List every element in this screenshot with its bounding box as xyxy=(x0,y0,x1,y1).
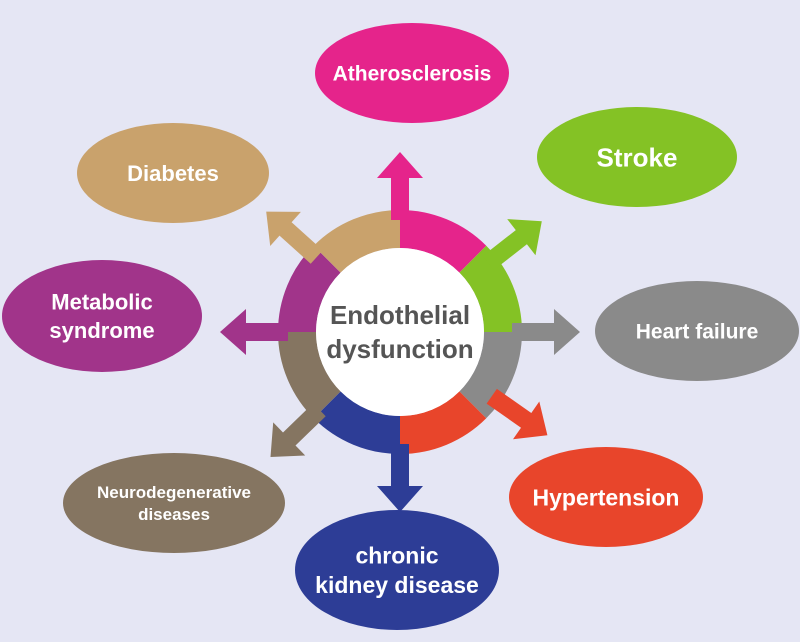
node-heart-failure: Heart failure xyxy=(595,281,799,381)
ring-segment-metabolic-syndrome xyxy=(278,245,341,332)
arrow-stroke xyxy=(482,219,542,271)
node-hypertension: Hypertension xyxy=(509,447,703,547)
node-ellipse-atherosclerosis xyxy=(315,23,509,123)
node-label-stroke-line-1: Stroke xyxy=(597,142,678,172)
node-label-metabolic-syndrome-line-1: Metabolic xyxy=(51,290,152,315)
center-label-line-2: dysfunction xyxy=(326,334,473,364)
node-label-metabolic-syndrome-line-2: syndrome xyxy=(49,318,154,343)
arrow-atherosclerosis xyxy=(377,152,423,220)
ring-segment-heart-failure xyxy=(459,332,522,419)
node-ellipse-diabetes xyxy=(77,123,269,223)
center-circle xyxy=(316,248,484,416)
center-label-line-1: Endothelial xyxy=(330,300,470,330)
node-stroke: Stroke xyxy=(537,107,737,207)
node-ellipse-hypertension xyxy=(509,447,703,547)
ring-segment-neurodegenerative-diseases xyxy=(278,332,341,419)
node-atherosclerosis: Atherosclerosis xyxy=(315,23,509,123)
node-ellipse-chronic-kidney-disease xyxy=(295,510,499,630)
node-label-diabetes-line-1: Diabetes xyxy=(127,161,219,186)
ring-segment-stroke xyxy=(459,245,522,332)
ring-segment-hypertension xyxy=(400,391,487,454)
node-diabetes: Diabetes xyxy=(77,123,269,223)
arrow-chronic-kidney-disease xyxy=(377,444,423,512)
arrow-neurodegenerative-diseases xyxy=(270,403,326,457)
arrow-hypertension xyxy=(486,388,548,440)
node-chronic-kidney-disease: chronic kidney disease xyxy=(295,510,499,630)
arrow-heart-failure xyxy=(512,309,580,355)
ring-segment-chronic-kidney-disease xyxy=(313,391,400,454)
node-label-chronic-kidney-disease-line-2: kidney disease xyxy=(315,572,479,598)
ring xyxy=(278,210,522,454)
center: Endothelial dysfunction xyxy=(316,248,484,416)
node-ellipse-metabolic-syndrome xyxy=(2,260,202,372)
arrow-diabetes xyxy=(266,211,323,264)
node-label-neurodegenerative-diseases-line-1: Neurodegenerative xyxy=(97,483,251,502)
node-neurodegenerative-diseases: Neurodegenerative diseases xyxy=(63,453,285,553)
node-metabolic-syndrome: Metabolic syndrome xyxy=(2,260,202,372)
node-label-neurodegenerative-diseases-line-2: diseases xyxy=(138,505,210,524)
node-label-hypertension-line-1: Hypertension xyxy=(533,484,680,510)
arrows xyxy=(220,152,580,512)
ring-segment-diabetes xyxy=(313,210,400,273)
arrow-metabolic-syndrome xyxy=(220,309,288,355)
node-label-heart-failure-line-1: Heart failure xyxy=(636,321,759,344)
node-ellipse-stroke xyxy=(537,107,737,207)
node-label-atherosclerosis-line-1: Atherosclerosis xyxy=(333,63,492,86)
node-label-chronic-kidney-disease-line-1: chronic xyxy=(355,542,438,568)
node-ellipse-heart-failure xyxy=(595,281,799,381)
ring-segment-atherosclerosis xyxy=(400,210,487,273)
node-ellipse-neurodegenerative-diseases xyxy=(63,453,285,553)
